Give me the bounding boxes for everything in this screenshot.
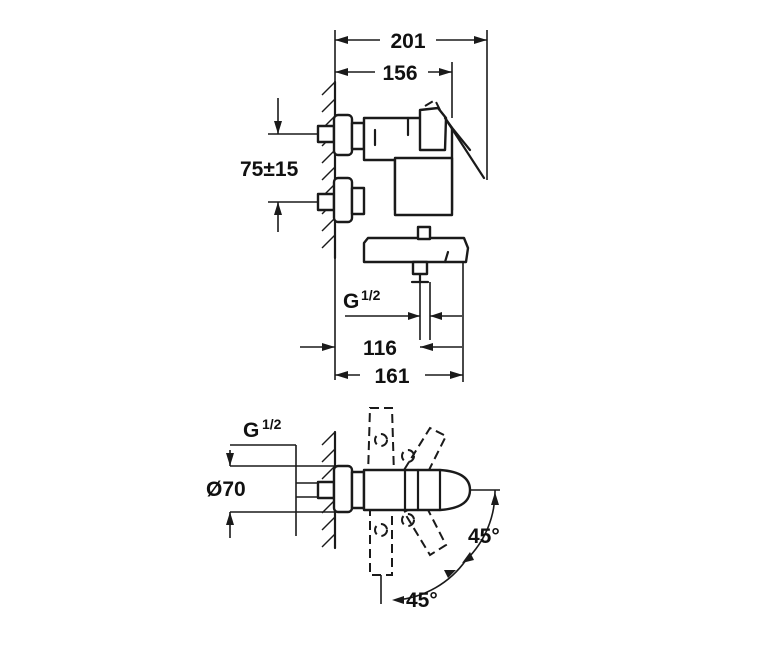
dimension-156: 156 — [335, 62, 453, 118]
angle-arcs: 45° 45° — [380, 489, 500, 612]
dimension-diameter-70-label: Ø70 — [206, 478, 246, 501]
spout — [362, 225, 470, 284]
dimension-156-label: 156 — [382, 62, 417, 85]
dimension-161-label: 161 — [374, 365, 409, 388]
dimension-116: 116 — [300, 258, 464, 382]
thread-bottom-fraction: 1/2 — [262, 416, 282, 432]
lower-inlet — [316, 176, 366, 224]
plan-view: 45° 45° — [316, 407, 500, 612]
thread-top-label: G — [343, 290, 359, 313]
upper-inlet — [316, 113, 366, 157]
thread-top: G 1/2 — [343, 282, 462, 340]
dimension-201-label: 201 — [390, 30, 425, 53]
dimension-diameter-70: Ø70 — [206, 450, 334, 538]
wall-top — [321, 80, 337, 260]
thread-bottom: G 1/2 — [230, 416, 318, 536]
angle-bottom-label: 45° — [406, 589, 438, 612]
plan-body — [316, 464, 472, 514]
thread-top-fraction: 1/2 — [361, 287, 381, 303]
thread-bottom-label: G — [243, 419, 259, 442]
angle-right-label: 45° — [468, 525, 500, 548]
dimension-161: 161 — [335, 365, 463, 388]
dimension-201: 201 — [334, 30, 488, 180]
mixer-body — [362, 98, 486, 217]
dimension-116-label: 116 — [363, 337, 397, 360]
dimension-75-15-label: 75±15 — [240, 158, 299, 181]
dimension-75-15: 75±15 — [240, 98, 318, 232]
side-elevation-view — [316, 80, 486, 284]
